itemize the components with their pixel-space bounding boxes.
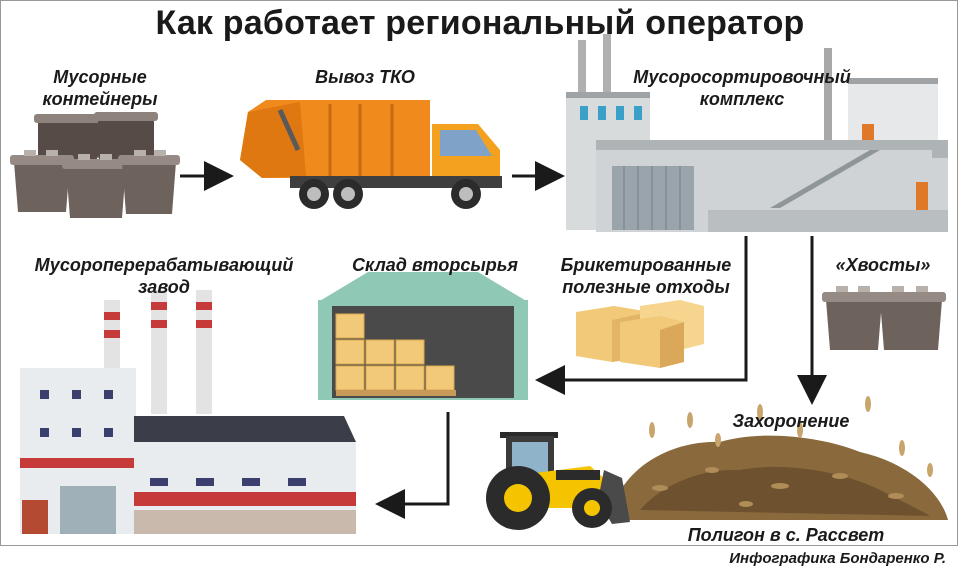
frame-border [0, 0, 958, 546]
flow-arrows [180, 161, 827, 519]
page-title: Как работает региональный оператор [155, 4, 805, 42]
recycling-factory-icon [20, 290, 356, 534]
label-bales: Брикетированные полезные отходы [550, 254, 742, 298]
label-line: комплекс [699, 89, 785, 109]
garbage-truck-icon [240, 100, 502, 209]
label-line: контейнеры [42, 89, 158, 109]
label-truck: Вывоз ТКО [315, 67, 415, 87]
trash-container-icon [822, 286, 946, 350]
label-containers: Мусорные контейнеры [20, 66, 180, 110]
label-line: Мусорные [53, 67, 147, 87]
arrow-warehouse-to-plant [375, 412, 450, 519]
trash-container-icon [10, 112, 180, 218]
label-tails: «Хвосты» [835, 255, 931, 275]
bale-boxes-icon [576, 300, 704, 368]
label-line: Брикетированные [560, 255, 732, 275]
sorting-plant-icon [566, 34, 948, 232]
arrow-sorting-to-warehouse [535, 236, 748, 395]
label-burial: Захоронение [732, 411, 850, 431]
label-sorting: Мусоросортировочный комплекс [612, 66, 872, 110]
credit-text: Инфографика Бондаренко Р. [729, 550, 946, 567]
label-line: Мусоросортировочный [633, 67, 851, 87]
label-line: завод [138, 277, 190, 297]
label-line: Мусороперерабатывающий [34, 255, 294, 275]
label-plant: Мусороперерабатывающий завод [14, 254, 314, 298]
landfill-icon [612, 396, 948, 520]
label-landfill: Полигон в с. Рассвет [687, 525, 885, 545]
warehouse-icon [318, 272, 528, 400]
bulldozer-icon [486, 432, 630, 530]
label-line: полезные отходы [562, 277, 730, 297]
label-warehouse: Склад вторсырья [352, 255, 518, 275]
